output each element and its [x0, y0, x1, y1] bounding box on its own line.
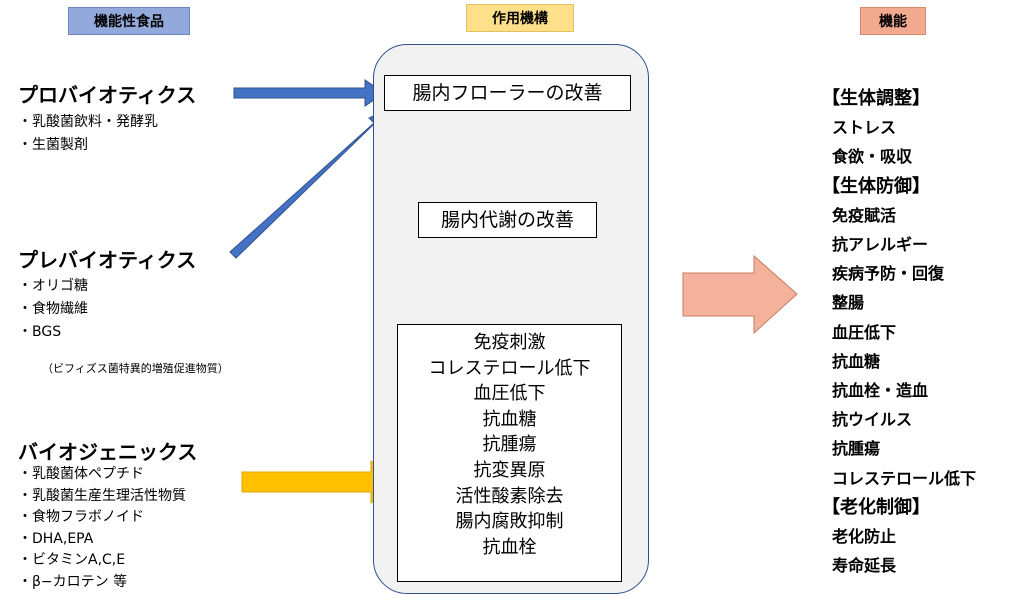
list-item: 食物繊維 — [18, 298, 88, 321]
effect-item: 血圧低下 — [473, 383, 546, 405]
function-heading-regulation: 【生体調整】 — [822, 88, 930, 109]
effect-item: 抗血栓 — [482, 536, 537, 558]
function-item: 抗アレルギー — [832, 235, 929, 255]
mechanism-step-metabolism: 腸内代謝の改善 — [418, 202, 597, 238]
function-heading-defense: 【生体防御】 — [822, 175, 930, 197]
function-item: 抗腫瘍 — [832, 439, 881, 459]
effect-item: コレステロール低下 — [428, 357, 591, 379]
biogenics-list: 乳酸菌体ペプチド 乳酸菌生産生理活性物質 食物フラボノイド DHA,EPA ビタ… — [18, 464, 186, 594]
function-item: ストレス — [832, 118, 897, 138]
prebiotics-title: プレバイオティクス — [18, 248, 197, 272]
header-functional-foods: 機能性食品 — [68, 7, 190, 35]
biogenics-title: バイオジェニックス — [18, 440, 198, 464]
effect-item: 抗変異原 — [473, 459, 546, 481]
list-item: 食物フラボノイド — [18, 507, 186, 529]
list-item: β−カロテン 等 — [18, 572, 186, 594]
function-item: 抗血糖 — [832, 351, 881, 371]
effect-item: 抗腫瘍 — [482, 434, 537, 456]
function-item: 血圧低下 — [832, 322, 897, 342]
function-item: 食欲・吸収 — [832, 147, 913, 167]
probiotics-list: 乳酸菌飲料・発酵乳 生菌製剤 — [18, 111, 158, 157]
probiotics-title: プロバイオティクス — [18, 83, 197, 107]
function-item: 抗血栓・造血 — [832, 381, 929, 401]
list-item: 乳酸菌生産生理活性物質 — [18, 486, 186, 508]
function-item: 免疫賦活 — [832, 205, 897, 225]
function-item: 寿命延長 — [832, 556, 897, 576]
list-item: DHA,EPA — [18, 529, 186, 551]
function-item: 老化防止 — [832, 527, 897, 547]
function-item: 抗ウイルス — [832, 410, 913, 430]
mechanism-step-flora: 腸内フローラーの改善 — [384, 75, 631, 111]
function-heading-aging: 【老化制御】 — [822, 496, 930, 518]
salmon-arrow-right — [682, 254, 798, 335]
prebiotics-note: （ビフィズス菌特異的増殖促進物質） — [42, 362, 229, 375]
function-item: 整腸 — [832, 293, 865, 313]
effect-item: 腸内腐敗抑制 — [455, 511, 564, 533]
header-mechanism: 作用機構 — [466, 4, 574, 32]
function-item: 疾病予防・回復 — [832, 264, 945, 284]
effect-item: 活性酸素除去 — [455, 485, 564, 507]
list-item: オリゴ糖 — [18, 275, 88, 298]
list-item: 生菌製剤 — [18, 134, 158, 157]
effect-item: 抗血糖 — [482, 408, 537, 430]
function-item: コレステロール低下 — [832, 468, 977, 488]
effect-item: 免疫刺激 — [473, 332, 546, 353]
functions-list: 【生体調整】 ストレス 食欲・吸収 【生体防御】 免疫賦活 抗アレルギー 疾病予… — [822, 84, 976, 580]
header-function: 機能 — [860, 7, 926, 35]
list-item: 乳酸菌体ペプチド — [18, 464, 186, 486]
list-item: BGS — [18, 321, 88, 344]
list-item: 乳酸菌飲料・発酵乳 — [18, 111, 158, 134]
list-item: ビタミンA,C,E — [18, 550, 186, 572]
prebiotics-list: オリゴ糖 食物繊維 BGS — [18, 275, 88, 344]
mechanism-effects-box: 免疫刺激 コレステロール低下 血圧低下 抗血糖 抗腫瘍 抗変異原 活性酸素除去 … — [397, 324, 622, 582]
